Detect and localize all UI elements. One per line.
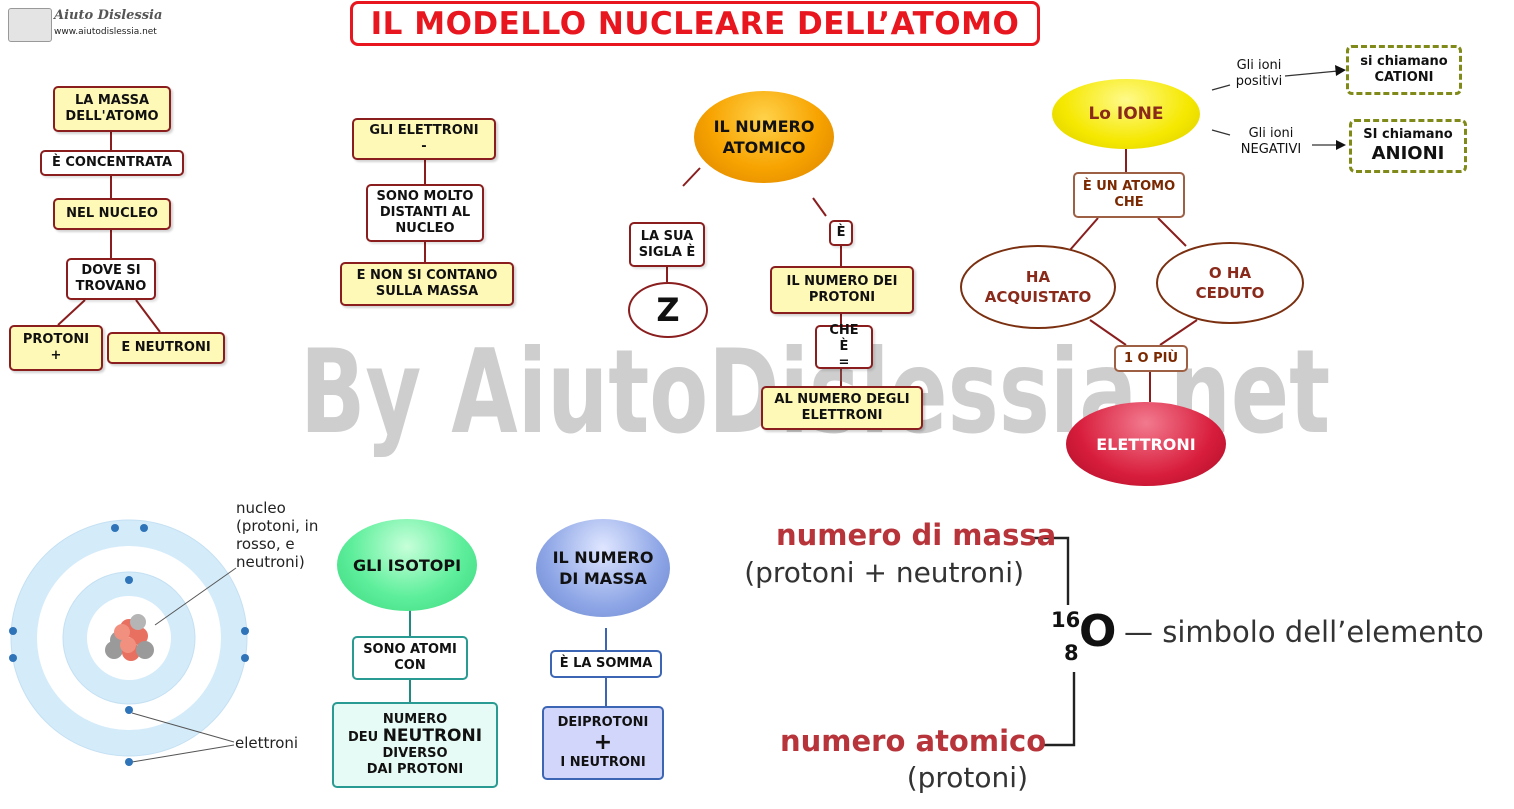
sigla-box[interactable]: LA SUA SIGLA È: [629, 222, 705, 267]
protoni-neutroni-box[interactable]: DEIPROTONI + I NEUTRONI: [542, 706, 664, 780]
elettroni-box[interactable]: GLI ELETTRONI -: [352, 118, 496, 160]
concentrata-box[interactable]: È CONCENTRATA: [40, 150, 184, 176]
element-symbol: O: [1079, 606, 1117, 657]
acquistato-ellipse[interactable]: HA ACQUISTATO: [960, 245, 1116, 329]
neutroni-box[interactable]: E NEUTRONI: [107, 332, 225, 364]
distanti-box[interactable]: SONO MOLTO DISTANTI AL NUCLEO: [366, 184, 484, 242]
che-e-box[interactable]: CHE È =: [815, 323, 873, 370]
logo[interactable]: Aiuto Dislessia www.aiutodislessia.net: [8, 6, 168, 42]
uno-piu-box[interactable]: 1 O PIÙ: [1114, 345, 1188, 372]
numero-atomico-sub: (protoni): [906, 761, 1028, 794]
protoni-box[interactable]: PROTONI +: [9, 325, 103, 371]
numero-label: NUMERO: [382, 712, 448, 727]
deiprotoni-label: DEIPROTONI: [557, 715, 649, 730]
numero-elettroni-box[interactable]: AL NUMERO DEGLI ELETTRONI: [761, 386, 923, 430]
anioni-label: SI chiamano: [1363, 127, 1453, 142]
diverso-label: DIVERSO: [382, 746, 448, 761]
che-e-label: CHE È: [829, 323, 859, 354]
mass-number: 16: [1051, 608, 1081, 632]
ioni-positivi-label: Gli ioni positivi: [1235, 58, 1283, 89]
plus-sign-large: +: [593, 730, 613, 755]
book-icon: [8, 8, 52, 42]
nucleo-box[interactable]: NEL NUCLEO: [53, 198, 171, 230]
atomi-con-box[interactable]: SONO ATOMI CON: [352, 636, 468, 680]
numero-massa-ellipse[interactable]: IL NUMERO DI MASSA: [536, 519, 670, 617]
isotopi-ellipse[interactable]: GLI ISOTOPI: [337, 519, 477, 611]
simbolo-label: — simbolo dell’elemento: [1124, 615, 1484, 649]
numero-atomico-ellipse[interactable]: IL NUMERO ATOMICO: [694, 91, 834, 183]
ceduto-ellipse[interactable]: O HA CEDUTO: [1156, 242, 1304, 324]
numero-neutroni-box[interactable]: NUMERO DEU NEUTRONI DIVERSO DAI PROTONI: [332, 702, 498, 788]
numero-atomico-label: numero atomico: [780, 724, 1047, 758]
ioni-negativi-label: Gli ioni NEGATIVI: [1240, 126, 1302, 157]
atomo-che-box[interactable]: È UN ATOMO CHE: [1073, 172, 1185, 218]
z-ellipse[interactable]: Z: [628, 282, 708, 338]
e-box[interactable]: È: [829, 220, 853, 246]
minus-sign: -: [421, 139, 427, 154]
page-title: IL MODELLO NUCLEARE DELL’ATOMO: [350, 1, 1040, 46]
numero-massa-label: numero di massa: [776, 518, 1057, 552]
deu-neutroni-label: DEU NEUTRONI: [348, 728, 482, 746]
massa-atomo-box[interactable]: LA MASSA DELL'ATOMO: [53, 86, 171, 132]
anioni-box[interactable]: SI chiamano ANIONI: [1349, 119, 1467, 173]
numero-protoni-box[interactable]: IL NUMERO DEI PROTONI: [770, 266, 914, 314]
anioni-value: ANIONI: [1371, 143, 1445, 164]
somma-box[interactable]: È LA SOMMA: [550, 650, 662, 678]
numero-massa-sub: (protoni + neutroni): [744, 556, 1024, 589]
equals-sign: =: [838, 355, 850, 370]
cationi-box[interactable]: si chiamano CATIONI: [1346, 45, 1462, 95]
neutroni-strong: NEUTRONI: [382, 726, 483, 746]
elettroni-annotation: elettroni: [235, 734, 299, 752]
elettroni-label: GLI ELETTRONI: [369, 123, 479, 138]
i-neutroni-label: I NEUTRONI: [560, 755, 646, 770]
non-contano-box[interactable]: E NON SI CONTANO SULLA MASSA: [340, 262, 514, 306]
logo-name: Aiuto Dislessia: [54, 8, 163, 23]
cationi-label: si chiamano: [1360, 54, 1448, 69]
page-title-text: IL MODELLO NUCLEARE DELL’ATOMO: [370, 5, 1020, 42]
atom-diagram: [9, 519, 249, 766]
nucleo-annotation: nucleo (protoni, in rosso, e neutroni): [236, 499, 319, 571]
ione-ellipse[interactable]: Lo IONE: [1052, 79, 1200, 149]
dai-protoni-label: DAI PROTONI: [366, 762, 464, 777]
protoni-label: PROTONI: [22, 332, 90, 347]
cationi-value: CATIONI: [1374, 70, 1434, 85]
atomic-number: 8: [1064, 641, 1079, 665]
elettroni-ellipse[interactable]: ELETTRONI: [1066, 402, 1226, 486]
dove-trovano-box[interactable]: DOVE SI TROVANO: [66, 258, 156, 300]
logo-url: www.aiutodislessia.net: [54, 27, 157, 37]
deu-label: DEU: [347, 730, 383, 745]
plus-sign: +: [50, 348, 62, 363]
